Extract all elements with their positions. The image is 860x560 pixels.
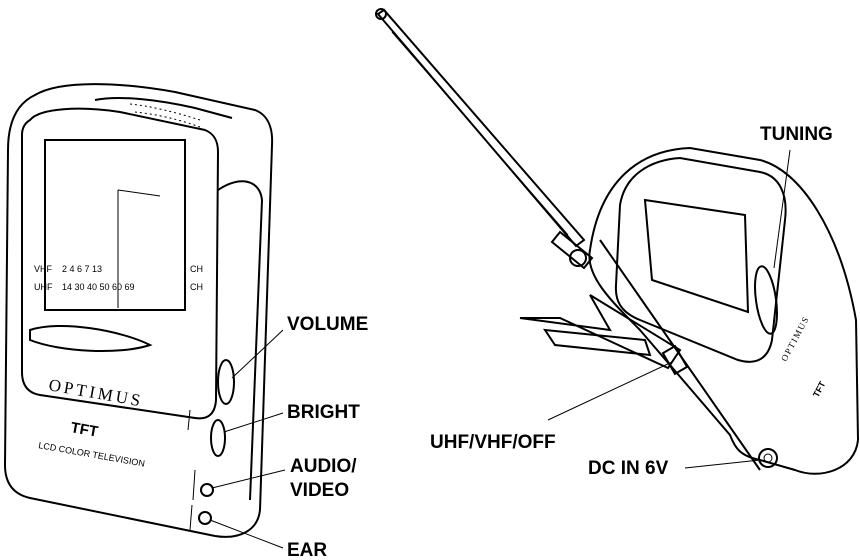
antenna (375, 8, 594, 270)
dc-in-callout: DC IN 6V (588, 458, 669, 479)
ch-label-uhf: CH (190, 282, 203, 292)
ch-label-vhf: CH (190, 264, 203, 274)
kickstand (519, 294, 682, 370)
dc-jack (758, 448, 778, 468)
volume-callout: VOLUME (287, 314, 368, 335)
audio-video-callout-line2: VIDEO (290, 480, 349, 501)
right-tv-device: OPTIMUS TFT (375, 8, 860, 475)
tuning-dial (754, 265, 778, 335)
right-brand-label: OPTIMUS (779, 314, 811, 363)
tuning-callout: TUNING (760, 124, 833, 145)
right-tft-badge: TFT (811, 379, 828, 399)
ear-jack (198, 511, 212, 525)
vhf-scale: 2 4 6 7 13 (62, 264, 102, 274)
vhf-label: VHF (34, 264, 53, 274)
left-model-caption: LCD COLOR TELEVISION (38, 440, 146, 469)
bright-callout: BRIGHT (287, 402, 360, 423)
audio-video-jack (200, 483, 214, 497)
audio-video-callout-line1: AUDIO/ (290, 456, 357, 477)
leader-lines (209, 149, 791, 549)
left-screen (44, 139, 186, 311)
volume-wheel (217, 359, 235, 405)
uhf-scale: 14 30 40 50 60 69 (62, 282, 135, 292)
left-tft-badge: TFT (69, 419, 99, 441)
uhf-vhf-off-callout: UHF/VHF/OFF (430, 432, 556, 453)
bright-wheel (210, 419, 226, 457)
right-screen (643, 198, 750, 314)
uhf-label: UHF (34, 282, 53, 292)
left-brand-label: OPTIMUS (47, 375, 144, 410)
left-tv-device: VHF 2 4 6 7 13 UHF 14 30 40 50 60 69 CH … (3, 83, 274, 538)
ear-callout: EAR (287, 540, 327, 560)
